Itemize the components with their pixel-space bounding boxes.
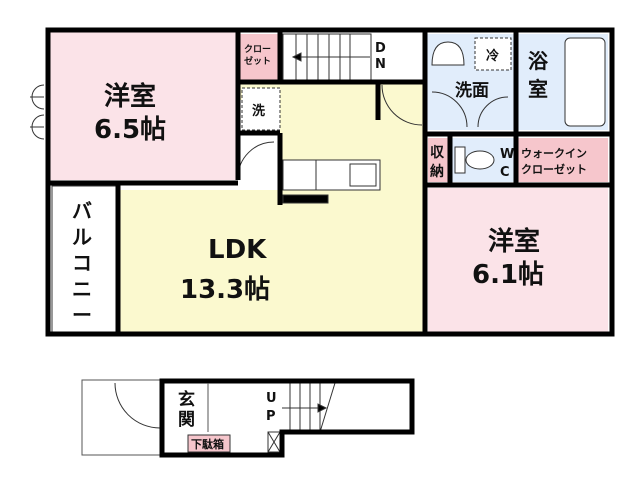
entrance-label-2: 関 <box>178 410 195 430</box>
western-room-1-area <box>50 30 238 180</box>
closet-area <box>238 34 278 80</box>
balcony-label-2: ル <box>72 225 92 249</box>
ldk-area <box>120 82 425 332</box>
stairs-up <box>267 382 336 453</box>
wc-label-2: C <box>500 165 510 180</box>
western-room-1-name: 洋室 <box>104 81 156 112</box>
balcony-label-4: ニ <box>72 277 92 301</box>
entrance-door-swing <box>114 382 161 429</box>
walk-in-closet-label-1: ウォークイン <box>521 147 587 160</box>
ldk-name: LDK <box>208 235 267 265</box>
walk-in-closet-label-2: クローゼット <box>521 162 587 176</box>
refrigerator-area <box>474 37 512 71</box>
toilet <box>454 146 495 174</box>
stairs-down-n: N <box>375 57 386 72</box>
balcony-label-5: ー <box>72 303 92 327</box>
bathroom-label-1: 浴 <box>528 49 549 73</box>
stairs-up-p: P <box>266 409 276 424</box>
sink <box>431 41 465 66</box>
entrance-label-1: 玄 <box>178 389 195 410</box>
wc-label-1: W <box>500 147 514 162</box>
walk-in-closet-area <box>518 138 608 182</box>
ldk-size: 13.3帖 <box>180 275 270 305</box>
bathtub <box>564 37 606 127</box>
western-room-2-area <box>428 188 608 332</box>
laundry-area <box>241 87 281 131</box>
porch <box>81 379 163 456</box>
stairs-down <box>282 33 372 81</box>
western-room-1-size: 6.5帖 <box>94 115 166 145</box>
western-room-2-name: 洋室 <box>488 226 540 257</box>
storage-label-2: 納 <box>430 163 444 180</box>
closet-label-1: クロー <box>244 44 271 55</box>
closet-label-2: ゼット <box>244 55 271 67</box>
kitchen-counter <box>282 159 381 204</box>
washroom-label: 洗面 <box>455 80 489 101</box>
storage-area <box>428 138 448 182</box>
laundry-label: 洗 <box>252 103 265 119</box>
refrigerator-label: 冷 <box>486 48 499 64</box>
western-room-2-size: 6.1帖 <box>472 260 544 290</box>
balcony-area <box>51 185 117 333</box>
stairs-down-d: D <box>375 41 386 56</box>
walls <box>45 27 615 337</box>
entrance-walls <box>159 378 415 458</box>
shoe-box-label: 下駄箱 <box>191 437 224 451</box>
balcony-label-1: バ <box>72 199 92 223</box>
shoe-box-area <box>187 434 231 453</box>
balcony-label-3: コ <box>72 251 92 275</box>
stairs-up-u: U <box>266 391 277 406</box>
storage-label-1: 収 <box>430 144 445 161</box>
bathroom-label-2: 室 <box>528 77 548 101</box>
